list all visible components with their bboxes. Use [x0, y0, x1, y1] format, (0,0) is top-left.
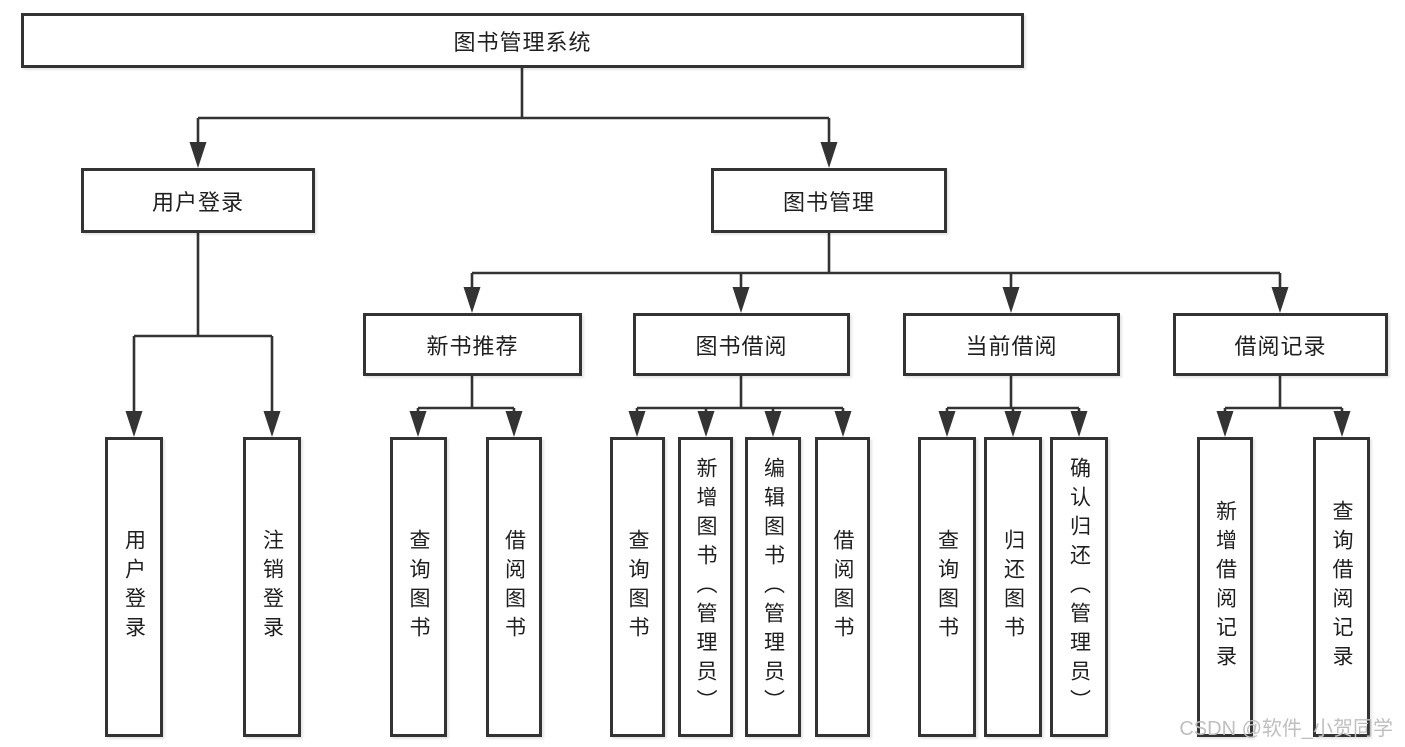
connector-root-to-level2	[189, 68, 838, 168]
leaf-user-login: 用户登录	[105, 437, 163, 737]
node-book-borrow: 图书借阅	[633, 313, 850, 376]
node-user-login: 用户登录	[81, 168, 315, 233]
leaf-label: 借阅图书	[502, 529, 526, 645]
leaf-edit-books-admin: 编辑图书（管理员）	[745, 437, 801, 737]
leaf-label: 新增借阅记录	[1213, 500, 1237, 674]
node-label: 图书管理系统	[453, 29, 592, 55]
leaf-query-books-current: 查询图书	[918, 437, 976, 737]
node-current-borrow: 当前借阅	[903, 313, 1120, 376]
node-label: 借阅记录	[1234, 333, 1327, 359]
node-new-book-recommend: 新书推荐	[363, 313, 582, 376]
leaf-label: 查询图书	[935, 529, 959, 645]
leaf-add-borrow-record: 新增借阅记录	[1197, 437, 1253, 737]
leaf-label: 确认归还（管理员）	[1067, 456, 1091, 718]
leaf-logout: 注销登录	[243, 437, 301, 737]
connector-borrow-to-leaves	[628, 376, 852, 437]
leaf-return-books: 归还图书	[984, 437, 1042, 737]
connector-record-to-leaves	[1216, 376, 1351, 437]
leaf-query-books-borrow: 查询图书	[610, 437, 665, 737]
leaf-label: 新增图书（管理员）	[694, 456, 717, 718]
connector-current-to-leaves	[938, 376, 1088, 437]
connector-userlogin-to-leaves	[125, 233, 281, 437]
leaf-label: 归还图书	[1001, 529, 1025, 645]
connector-bookmgmt-to-level3	[463, 233, 1289, 313]
node-label: 图书借阅	[695, 333, 788, 359]
leaf-label: 注销登录	[260, 529, 284, 645]
leaf-label: 查询图书	[626, 529, 649, 645]
leaf-borrow-books-recommend: 借阅图书	[486, 437, 542, 737]
node-library-system-root: 图书管理系统	[21, 13, 1024, 68]
leaf-confirm-return-admin: 确认归还（管理员）	[1050, 437, 1108, 737]
node-label: 图书管理	[782, 189, 875, 215]
leaf-query-borrow-record: 查询借阅记录	[1313, 437, 1370, 737]
node-label: 当前借阅	[965, 333, 1058, 359]
csdn-watermark: CSDN @软件_小贺同学	[1179, 718, 1393, 740]
leaf-label: 查询借阅记录	[1330, 500, 1353, 674]
connector-newbook-to-leaves	[409, 376, 523, 437]
leaf-borrow-books: 借阅图书	[815, 437, 870, 737]
leaf-query-books-recommend: 查询图书	[390, 437, 447, 737]
leaf-label: 借阅图书	[831, 529, 854, 645]
node-label: 新书推荐	[426, 333, 519, 359]
node-book-management: 图书管理	[711, 168, 947, 233]
leaf-label: 用户登录	[122, 529, 146, 645]
leaf-label: 编辑图书（管理员）	[761, 456, 785, 718]
node-label: 用户登录	[151, 189, 244, 215]
leaf-add-books-admin: 新增图书（管理员）	[678, 437, 733, 737]
leaf-label: 查询图书	[407, 529, 430, 645]
node-borrow-record: 借阅记录	[1173, 313, 1388, 376]
